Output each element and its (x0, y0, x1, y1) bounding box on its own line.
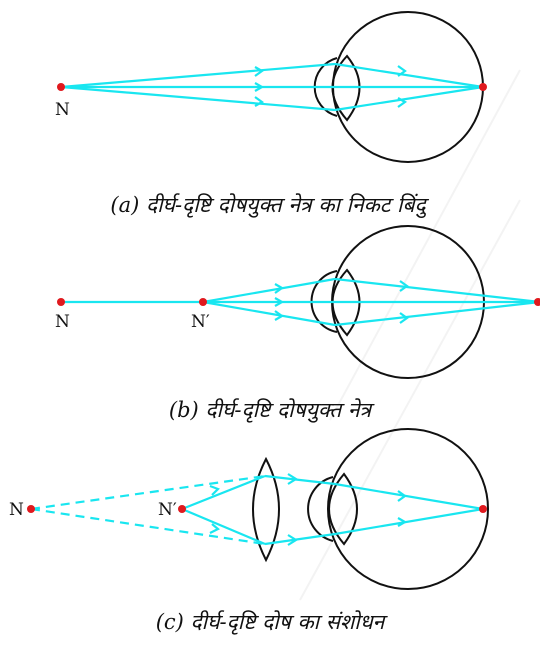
convex-corrective-lens (252, 456, 280, 563)
caption-a: (a) दीर्घ-दृष्टि दोषयुक्त नेत्र का निकट … (110, 193, 429, 219)
point-label-n-c: N (9, 500, 24, 520)
point-dot-n-prime-b (199, 298, 207, 306)
eye-lens-a (331, 54, 361, 122)
panel-c: N N′ (c) दीर्घ-दृष्टि दोष का संशोधन (9, 428, 489, 635)
point-dot-n-prime-c (178, 505, 186, 513)
rays-b (61, 277, 540, 327)
eye-lens-c (328, 472, 358, 546)
point-label-n-a: N (55, 100, 70, 120)
point-label-n-prime-b: N′ (191, 312, 210, 332)
rays-a (60, 62, 484, 112)
point-dot-n-b (57, 298, 65, 306)
eye-lens-b (331, 268, 361, 337)
retina-dot-c (479, 505, 487, 513)
caption-c: (c) दीर्घ-दृष्टि दोष का संशोधन (156, 610, 389, 635)
rays-c (30, 473, 484, 546)
panel-b: N N′ (b) दीर्घ-दृष्टि दोषयुक्त नेत्र (55, 225, 540, 423)
image-dot-b (534, 298, 540, 306)
point-label-n-b: N (55, 312, 70, 332)
point-dot-n-c (27, 505, 35, 513)
retina-dot-a (479, 83, 487, 91)
near-point-dot-a (57, 83, 65, 91)
caption-b: (b) दीर्घ-दृष्टि दोषयुक्त नेत्र (169, 398, 376, 423)
point-label-n-prime-c: N′ (158, 500, 177, 520)
panel-a: N (a) दीर्घ-दृष्टि दोषयुक्त नेत्र का निक… (55, 11, 487, 219)
eyeball-c (327, 428, 489, 590)
